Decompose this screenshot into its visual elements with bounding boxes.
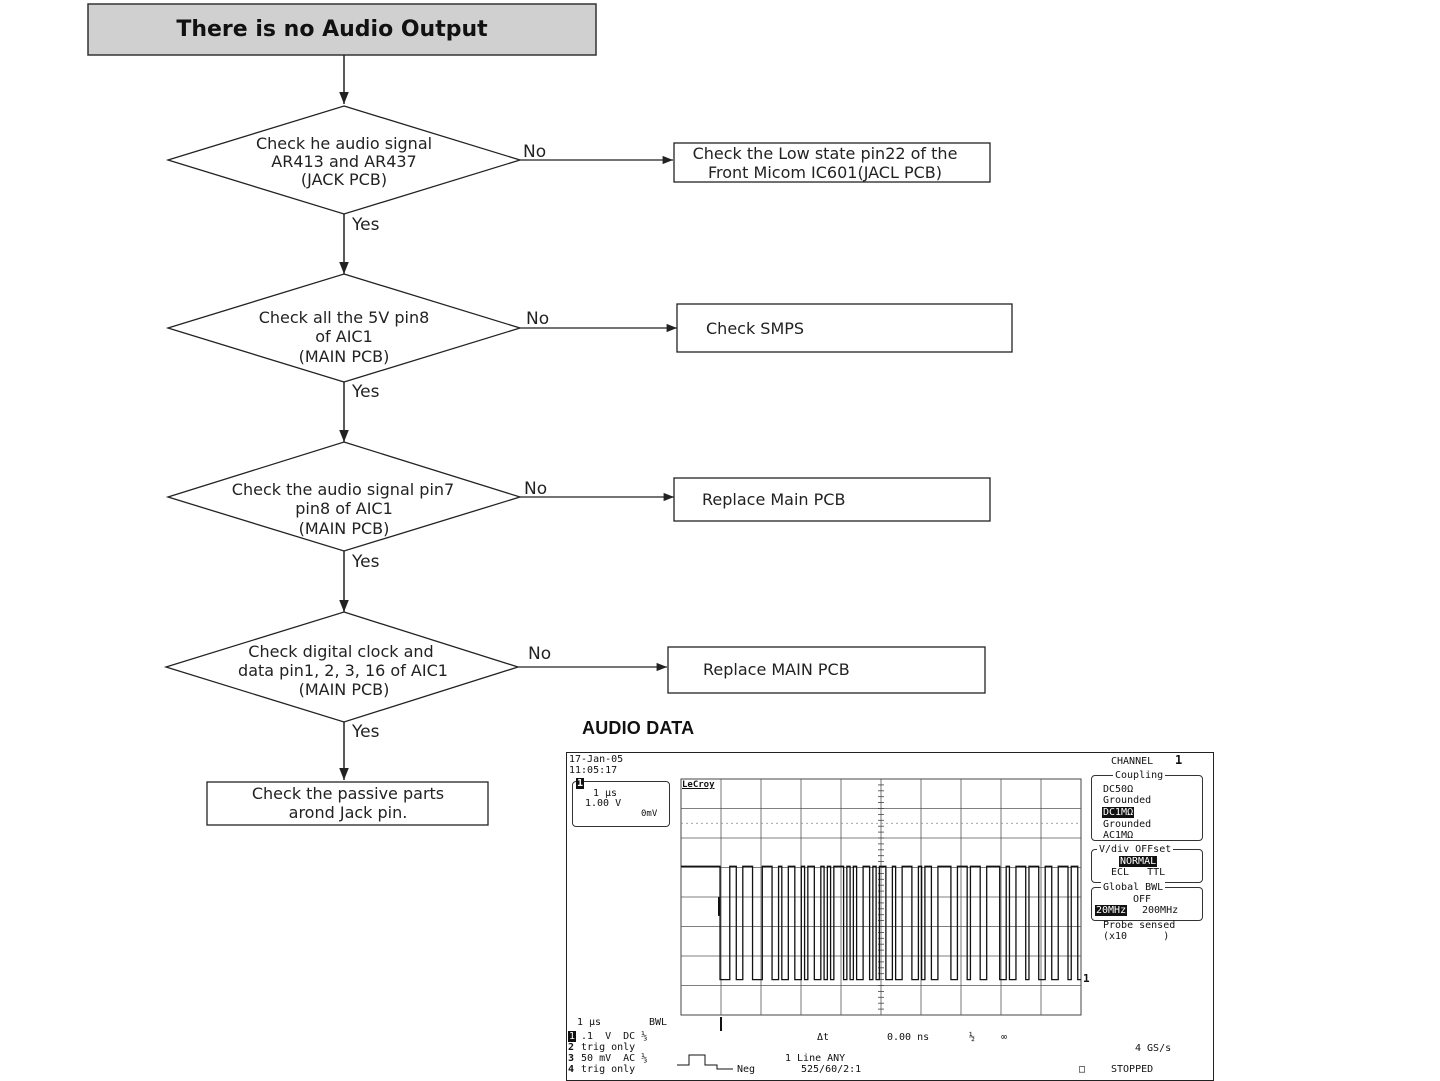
audio-data-title: AUDIO DATA	[582, 718, 695, 738]
decision-4-line-2: data pin1, 2, 3, 16 of AIC1	[238, 661, 448, 680]
bwl-other[interactable]: 200MHz	[1142, 905, 1179, 916]
trace-marker: 1	[1083, 972, 1090, 985]
bottom-timebase: 1 μs	[577, 1017, 602, 1028]
channel-box-volt: 1.00 V	[585, 798, 622, 809]
cursor-icon: ½	[969, 1032, 976, 1043]
delta-t-value: 0.00 ns	[887, 1032, 930, 1043]
vdiv-selected[interactable]: NORMAL	[1119, 856, 1158, 867]
vdiv-title: V/div OFFset	[1097, 844, 1174, 855]
action-3-box	[673, 477, 991, 522]
scope-date: 17-Jan-05	[569, 754, 624, 765]
scope-graphics	[677, 778, 1082, 1070]
decision-2-no-label: No	[526, 309, 549, 329]
decision-2-line-2: of AIC1	[315, 327, 373, 346]
ch-row-3-num: 3	[568, 1053, 575, 1064]
title-box	[87, 3, 597, 56]
decision-1-line-1: Check he audio signal	[256, 134, 432, 153]
sample-rate: 4 GS/s	[1135, 1043, 1172, 1054]
coupling-opt-5[interactable]: AC1MΩ	[1103, 830, 1134, 841]
decision-3-line-1: Check the audio signal pin7	[232, 480, 454, 499]
ch-row-2-text: trig only	[575, 1042, 636, 1053]
probe-sensed: Probe sensed	[1103, 920, 1176, 931]
trigger-line-info: 1 Line ANY	[785, 1053, 846, 1064]
decision-1-line-2: AR413 and AR437	[271, 152, 416, 171]
waveform-trace	[681, 865, 1081, 981]
action-1-line-2: Front Micom IC601(JACL PCB)	[708, 163, 942, 182]
decision-1-line-3: (JACK PCB)	[301, 170, 387, 189]
decision-2-line-1: Check all the 5V pin8	[259, 308, 430, 327]
bwl-off[interactable]: OFF	[1133, 894, 1152, 905]
channel-box-time: 1 μs	[593, 788, 618, 799]
final-action-box	[206, 781, 489, 826]
bwl-title: Global BWL	[1101, 882, 1166, 893]
action-1-box	[673, 142, 991, 183]
vdiv-options[interactable]: ECL TTL	[1111, 867, 1166, 878]
acquisition-status: STOPPED	[1111, 1064, 1154, 1075]
action-3-line-1: Replace Main PCB	[702, 490, 845, 509]
ch-row-1-num: 1	[568, 1031, 577, 1042]
channel-box-offset: 0mV	[641, 809, 658, 819]
decision-4-diamond	[163, 611, 521, 723]
decision-3-diamond	[165, 441, 523, 552]
trigger-line-format: 525/60/2:1	[801, 1064, 862, 1075]
trigger-slope: Neg	[737, 1064, 756, 1075]
bwl-selected[interactable]: 20MHz	[1095, 905, 1128, 916]
decision-4-line-3: (MAIN PCB)	[299, 680, 390, 699]
coupling-opt-1[interactable]: DC50Ω	[1103, 784, 1134, 795]
action-2-box	[676, 303, 1013, 353]
decision-3-no-label: No	[524, 479, 547, 499]
final-action-line-1: Check the passive parts	[252, 784, 444, 803]
stop-indicator-icon: □	[1079, 1064, 1086, 1075]
title-text: There is no Audio Output	[176, 17, 488, 42]
action-1-line-1: Check the Low state pin22 of the	[693, 144, 958, 163]
decision-3-yes-label: Yes	[351, 552, 380, 572]
decision-2-yes-label: Yes	[351, 382, 380, 402]
infinity-value: ∞	[1001, 1032, 1008, 1043]
ch-row-2-num: 2	[568, 1042, 575, 1053]
decision-4-line-1: Check digital clock and	[248, 642, 433, 661]
coupling-opt-2[interactable]: Grounded	[1103, 795, 1152, 806]
scope-time: 11:05:17	[569, 765, 618, 776]
delta-t-label: Δt	[817, 1032, 830, 1043]
decision-2-diamond	[165, 273, 523, 383]
channel-box-num: 1	[576, 778, 585, 789]
ch-row-4-text: trig only	[575, 1064, 636, 1075]
decision-3-line-2: pin8 of AIC1	[295, 499, 393, 518]
channel-info-box	[572, 781, 670, 827]
brand-logo: LeCroy	[682, 780, 715, 790]
action-4-box	[667, 646, 986, 694]
probe-value: (x10 )	[1103, 931, 1170, 942]
bottom-bwl: BWL	[649, 1017, 668, 1028]
channel-label: CHANNEL	[1111, 756, 1154, 767]
oscilloscope-display: 17-Jan-05 11:05:17 1 1 μs 1.00 V 0mV LeC…	[566, 752, 1214, 1081]
decision-4-no-label: No	[528, 644, 551, 664]
ch-row-4-num: 4	[568, 1064, 575, 1075]
coupling-opt-4[interactable]: Grounded	[1103, 819, 1152, 830]
decision-2-line-3: (MAIN PCB)	[299, 347, 390, 366]
decision-3-line-3: (MAIN PCB)	[299, 519, 390, 538]
decision-1-no-label: No	[523, 142, 546, 162]
action-2-line-1: Check SMPS	[706, 319, 804, 338]
ch-row-3-text: 50 mV AC ⅓	[575, 1053, 648, 1064]
final-action-line-2: arond Jack pin.	[289, 803, 408, 822]
decision-1-diamond	[165, 105, 523, 215]
channel-number: 1	[1175, 753, 1183, 767]
decision-4-yes-label: Yes	[351, 722, 380, 742]
decision-1-yes-label: Yes	[351, 215, 380, 235]
action-4-line-1: Replace MAIN PCB	[703, 660, 850, 679]
trigger-slope-glyph	[677, 1054, 733, 1070]
ch-row-1-text: .1 V DC ⅓	[575, 1031, 648, 1042]
coupling-title: Coupling	[1113, 770, 1166, 781]
coupling-opt-selected[interactable]: DC1MΩ	[1102, 807, 1135, 818]
